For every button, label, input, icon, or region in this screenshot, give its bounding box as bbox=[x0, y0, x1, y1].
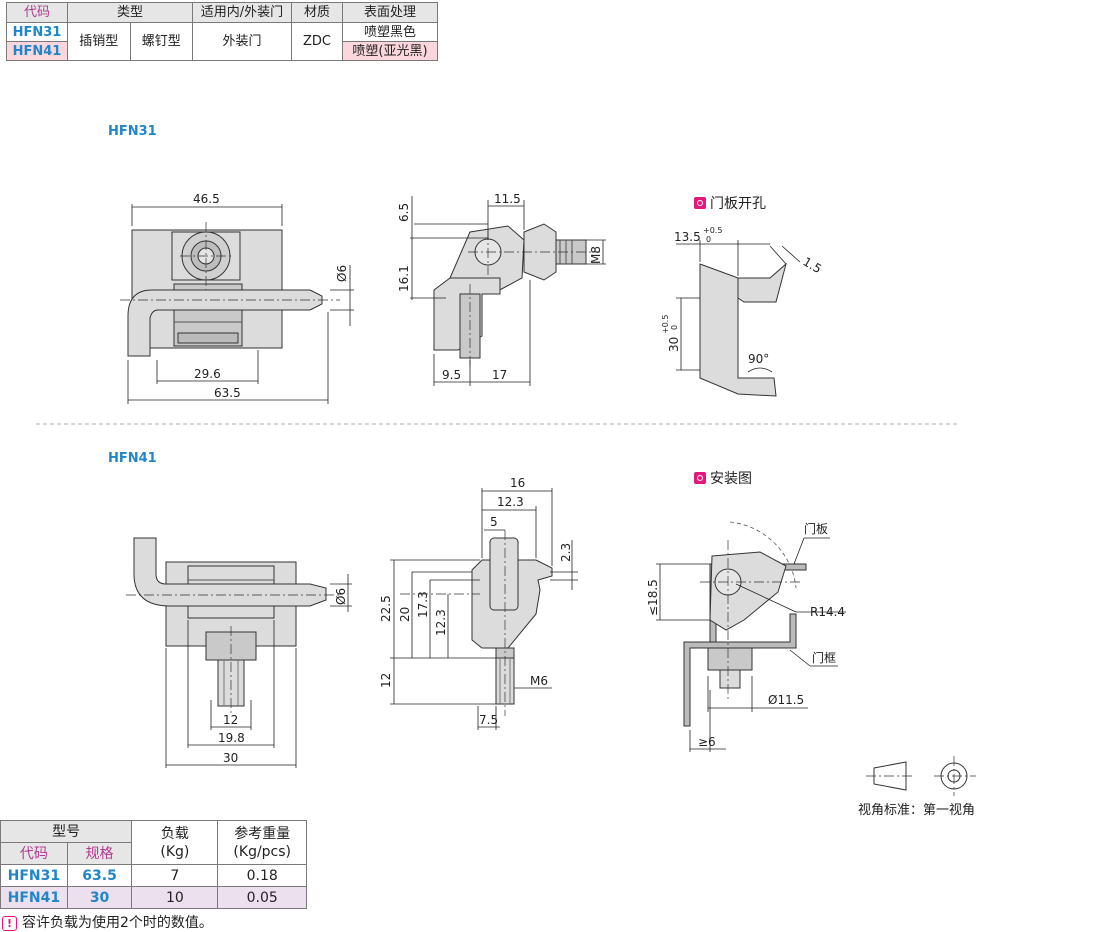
dim-13-5: 13.5 bbox=[674, 230, 701, 244]
spec-weight-hfn41: 0.05 bbox=[217, 886, 307, 909]
dim-13-5-tol-lo: 0 bbox=[706, 235, 711, 244]
hfn41-front-view bbox=[126, 537, 340, 716]
dim-2-3: 2.3 bbox=[559, 543, 573, 562]
projection-symbol-icon bbox=[866, 756, 976, 796]
install-dims: 门板 R14.4 门框 ≤18.5 Ø11.5 ≥6 bbox=[646, 521, 845, 752]
spec-load-hfn31: 7 bbox=[131, 864, 219, 887]
hfn41-front-dims: Ø6 12 19.8 30 bbox=[165, 574, 352, 768]
dim-22-5: 22.5 bbox=[379, 595, 393, 622]
hole-title: 门板开孔 bbox=[694, 193, 766, 213]
spec-load-hfn41: 10 bbox=[131, 886, 219, 909]
dim-12-v: 12 bbox=[379, 673, 393, 688]
bullet-icon bbox=[694, 197, 706, 209]
spec-code-hfn31: HFN31 bbox=[0, 864, 68, 887]
th-model: 型号 bbox=[0, 820, 133, 843]
dim-17-3: 17.3 bbox=[416, 591, 430, 618]
dim-12-3-v: 12.3 bbox=[434, 609, 448, 636]
type-pin: 插销型 bbox=[67, 22, 131, 61]
section-label-hfn41: HFN41 bbox=[108, 451, 157, 466]
door-hole-view bbox=[699, 262, 787, 397]
hfn31-side-view bbox=[433, 223, 600, 366]
dim-ge-6: ≥6 bbox=[698, 735, 716, 749]
dim-29-6: 29.6 bbox=[194, 367, 221, 381]
code-hfn41: HFN41 bbox=[6, 41, 68, 61]
material: ZDC bbox=[291, 22, 343, 61]
dim-30: 30 bbox=[667, 337, 681, 352]
dim-16: 16 bbox=[510, 476, 525, 490]
th-door: 适用内/外装门 bbox=[192, 2, 292, 23]
dim-16-1: 16.1 bbox=[397, 265, 411, 292]
dim-7-5: 7.5 bbox=[479, 713, 498, 727]
dim-30-tol-up: +0.5 bbox=[661, 315, 670, 334]
type-table: 代码 类型 适用内/外装门 材质 表面处理 HFN31 插销型 螺钉型 外装门 … bbox=[6, 2, 438, 61]
install-title: 安装图 bbox=[694, 468, 752, 488]
th-code: 代码 bbox=[6, 2, 68, 23]
warning-icon: ! bbox=[2, 916, 17, 931]
dim-13-5-tol-up: +0.5 bbox=[703, 226, 722, 235]
dim-30-tol-lo: 0 bbox=[670, 325, 679, 330]
spec-size-hfn31: 63.5 bbox=[66, 864, 133, 887]
th-type: 类型 bbox=[67, 2, 193, 23]
surface-hfn41: 喷塑(亚光黑) bbox=[342, 41, 438, 61]
dim-19-8: 19.8 bbox=[218, 731, 245, 745]
dim-46-5: 46.5 bbox=[193, 192, 220, 206]
hfn31-side-dims: 6.5 11.5 16.1 M8 9.5 17 bbox=[397, 192, 606, 386]
dim-r14-4: R14.4 bbox=[810, 605, 845, 619]
projection-caption: 视角标准：第一视角 bbox=[858, 803, 976, 818]
hfn41-side-dims: 16 12.3 5 2.3 22.5 20 17.3 12.3 12 M6 7.… bbox=[379, 476, 578, 730]
dim-90: 90° bbox=[748, 352, 769, 366]
dim-m6: M6 bbox=[530, 674, 548, 688]
spec-size-hfn41: 30 bbox=[66, 886, 133, 909]
spec-table: 型号 负载(Kg) 参考重量(Kg/pcs) 代码 规格 HFN31 63.5 … bbox=[0, 820, 307, 909]
th-code2: 代码 bbox=[0, 842, 68, 865]
dim-63-5: 63.5 bbox=[214, 386, 241, 400]
dim-20: 20 bbox=[398, 607, 412, 622]
th-spec: 规格 bbox=[66, 842, 133, 865]
dim-d11-5: Ø11.5 bbox=[768, 693, 804, 707]
type-screw: 螺钉型 bbox=[129, 22, 193, 61]
dim-le-18-5: ≤18.5 bbox=[646, 579, 660, 616]
hfn41-side-view bbox=[400, 530, 553, 716]
dim-m8: M8 bbox=[589, 246, 603, 264]
load-note: ! 容许负载为使用2个时的数值。 bbox=[2, 912, 213, 932]
door-type: 外装门 bbox=[192, 22, 292, 61]
dim-hfn41-d6: Ø6 bbox=[334, 588, 348, 605]
dim-12: 12 bbox=[223, 713, 238, 727]
dim-6-5: 6.5 bbox=[397, 203, 411, 222]
section-label-hfn31: HFN31 bbox=[108, 124, 157, 139]
dim-11-5: 11.5 bbox=[494, 192, 521, 206]
label-door-panel: 门板 bbox=[804, 521, 828, 536]
spec-weight-hfn31: 0.18 bbox=[217, 864, 307, 887]
hfn31-front-view bbox=[120, 222, 340, 357]
dim-17: 17 bbox=[492, 368, 507, 382]
hfn31-front-dims: 46.5 Ø6 29.6 63.5 bbox=[127, 192, 354, 404]
bullet-icon bbox=[694, 472, 706, 484]
dim-1-5: 1.5 bbox=[801, 254, 825, 276]
th-load: 负载(Kg) bbox=[131, 820, 219, 865]
door-hole-dims: 13.5 +0.5 0 1.5 30 +0.5 0 90° bbox=[661, 226, 825, 373]
th-weight: 参考重量(Kg/pcs) bbox=[217, 820, 307, 865]
th-surface: 表面处理 bbox=[342, 2, 438, 23]
note-text: 容许负载为使用2个时的数值。 bbox=[22, 915, 213, 931]
install-view bbox=[683, 521, 846, 727]
dim-30-w: 30 bbox=[223, 751, 238, 765]
dim-12-3: 12.3 bbox=[497, 495, 524, 509]
dim-9-5: 9.5 bbox=[442, 368, 461, 382]
label-door-frame: 门框 bbox=[812, 650, 836, 665]
spec-code-hfn41: HFN41 bbox=[0, 886, 68, 909]
dim-5: 5 bbox=[490, 515, 498, 529]
dim-d6: Ø6 bbox=[335, 265, 349, 282]
